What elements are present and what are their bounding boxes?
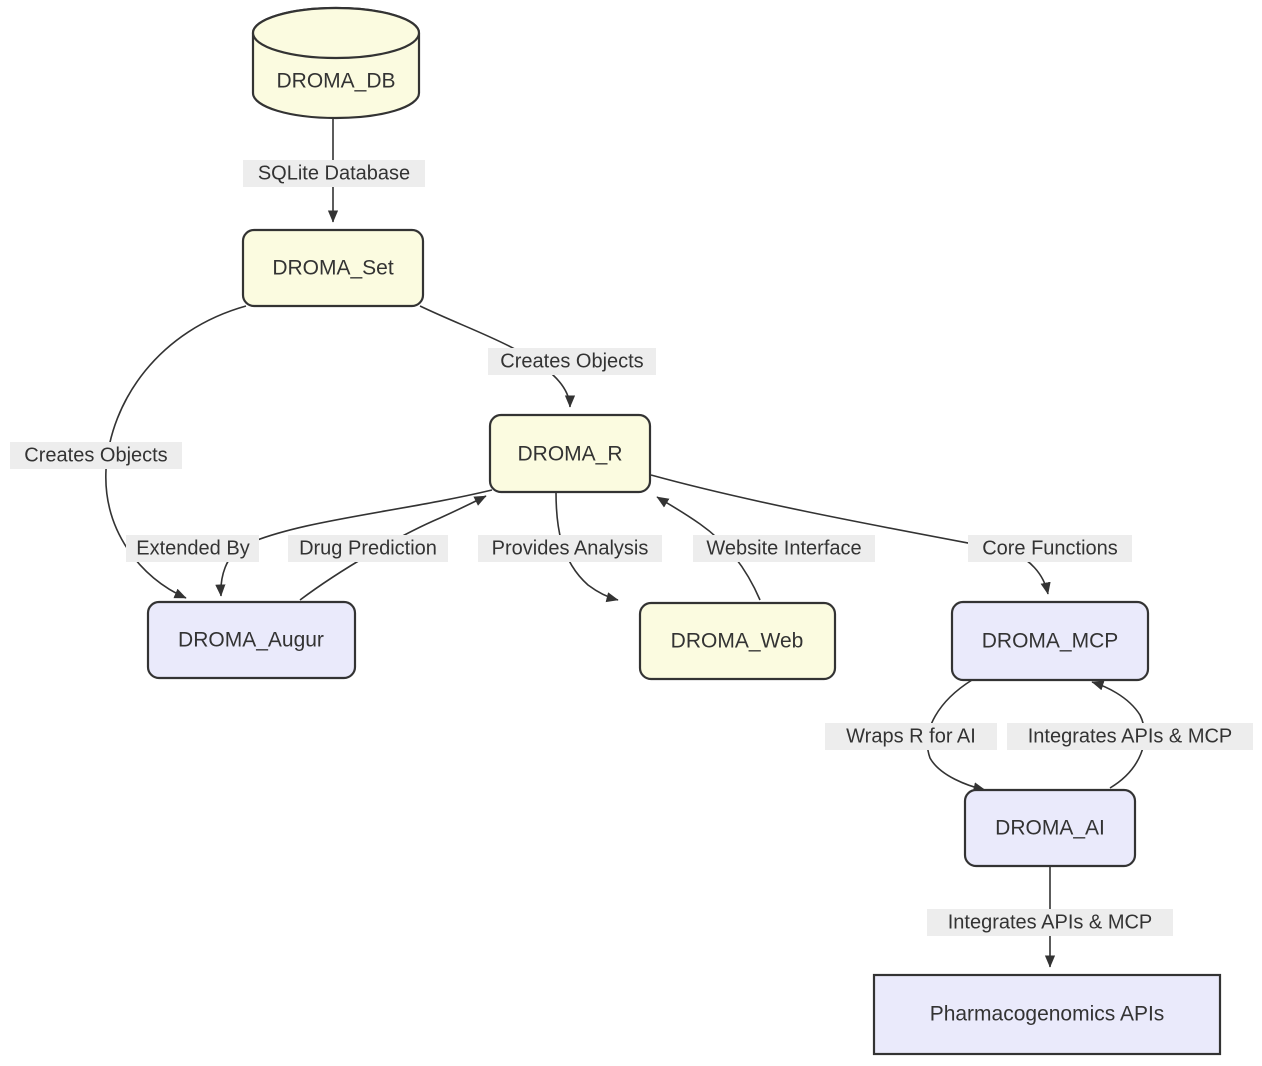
droma-r-box: [488, 413, 652, 494]
edge-label-bg: [693, 535, 875, 562]
droma-db-cylinder-top: [251, 6, 421, 60]
edge-label-bg: [243, 160, 425, 187]
node-droma-web[interactable]: DROMA_Web: [638, 601, 837, 681]
node-droma-mcp[interactable]: DROMA_MCP: [950, 600, 1150, 682]
edge-label-website-interface: Website Interface: [693, 535, 875, 562]
droma-augur-box: [146, 600, 357, 680]
edge-label-bg: [288, 535, 448, 562]
edge-label-text: Integrates APIs & MCP: [948, 911, 1153, 933]
edge-label-bg: [1007, 723, 1253, 750]
edge-r-to-mcp: [650, 474, 1051, 595]
edge-label-text: Drug Prediction: [299, 537, 437, 559]
edge-label-text: Extended By: [136, 537, 249, 559]
edge-augur-to-r: [299, 495, 487, 601]
edge-label-text: Provides Analysis: [492, 537, 649, 559]
edge-label-text: Website Interface: [706, 537, 861, 559]
droma-ai-box: [963, 788, 1137, 868]
droma-web-box: [638, 601, 837, 681]
edge-label-wraps-r-for-ai: Wraps R for AI: [825, 723, 997, 750]
edge-label-drug-prediction: Drug Prediction: [288, 535, 448, 562]
node-droma-ai[interactable]: DROMA_AI: [963, 788, 1137, 868]
pharmacogenomics-apis-box: [872, 973, 1222, 1056]
edge-label-integrates-apis-mcp-up: Integrates APIs & MCP: [1007, 723, 1253, 750]
node-droma-augur[interactable]: DROMA_Augur: [146, 600, 357, 680]
edge-r-to-augur: [215, 489, 493, 597]
edge-label-provides-analysis: Provides Analysis: [478, 535, 662, 562]
edge-mcp-to-ai: [926, 679, 986, 793]
edge-label-bg: [126, 535, 259, 562]
droma-mcp-box: [950, 600, 1150, 682]
edge-label-bg: [968, 535, 1132, 562]
node-droma-set[interactable]: DROMA_Set: [241, 228, 425, 308]
edges-layer: [105, 118, 1146, 968]
edge-label-integrates-apis-mcp-down: Integrates APIs & MCP: [927, 909, 1173, 936]
edge-label-creates-objects-r: Creates Objects: [488, 348, 656, 375]
edge-label-text: Creates Objects: [24, 444, 167, 466]
edge-labels-layer: SQLite Database Creates Objects Creates …: [10, 160, 1253, 936]
edge-web-to-r: [656, 496, 761, 601]
edge-label-text: Integrates APIs & MCP: [1028, 725, 1233, 747]
edge-label-sqlite-database: SQLite Database: [243, 160, 425, 187]
edge-label-creates-objects-augur: Creates Objects: [10, 442, 182, 469]
edge-set-to-augur: [105, 305, 247, 599]
edge-label-text: SQLite Database: [258, 162, 410, 184]
droma-set-box: [241, 228, 425, 308]
edge-ai-to-mcp: [1091, 680, 1146, 789]
edge-r-to-web: [555, 491, 619, 603]
edge-label-bg: [10, 442, 182, 469]
edge-label-bg: [488, 348, 656, 375]
edge-label-extended-by: Extended By: [126, 535, 259, 562]
node-droma-r[interactable]: DROMA_R: [488, 413, 652, 494]
edge-label-text: Creates Objects: [500, 350, 643, 372]
node-pharmacogenomics-apis[interactable]: Pharmacogenomics APIs: [872, 973, 1222, 1056]
edge-label-text: Core Functions: [982, 537, 1118, 559]
node-droma-db[interactable]: DROMA_DB: [251, 6, 421, 120]
edge-label-bg: [825, 723, 997, 750]
edge-label-core-functions: Core Functions: [968, 535, 1132, 562]
edge-label-bg: [927, 909, 1173, 936]
edge-label-text: Wraps R for AI: [846, 725, 976, 747]
edge-label-bg: [478, 535, 662, 562]
